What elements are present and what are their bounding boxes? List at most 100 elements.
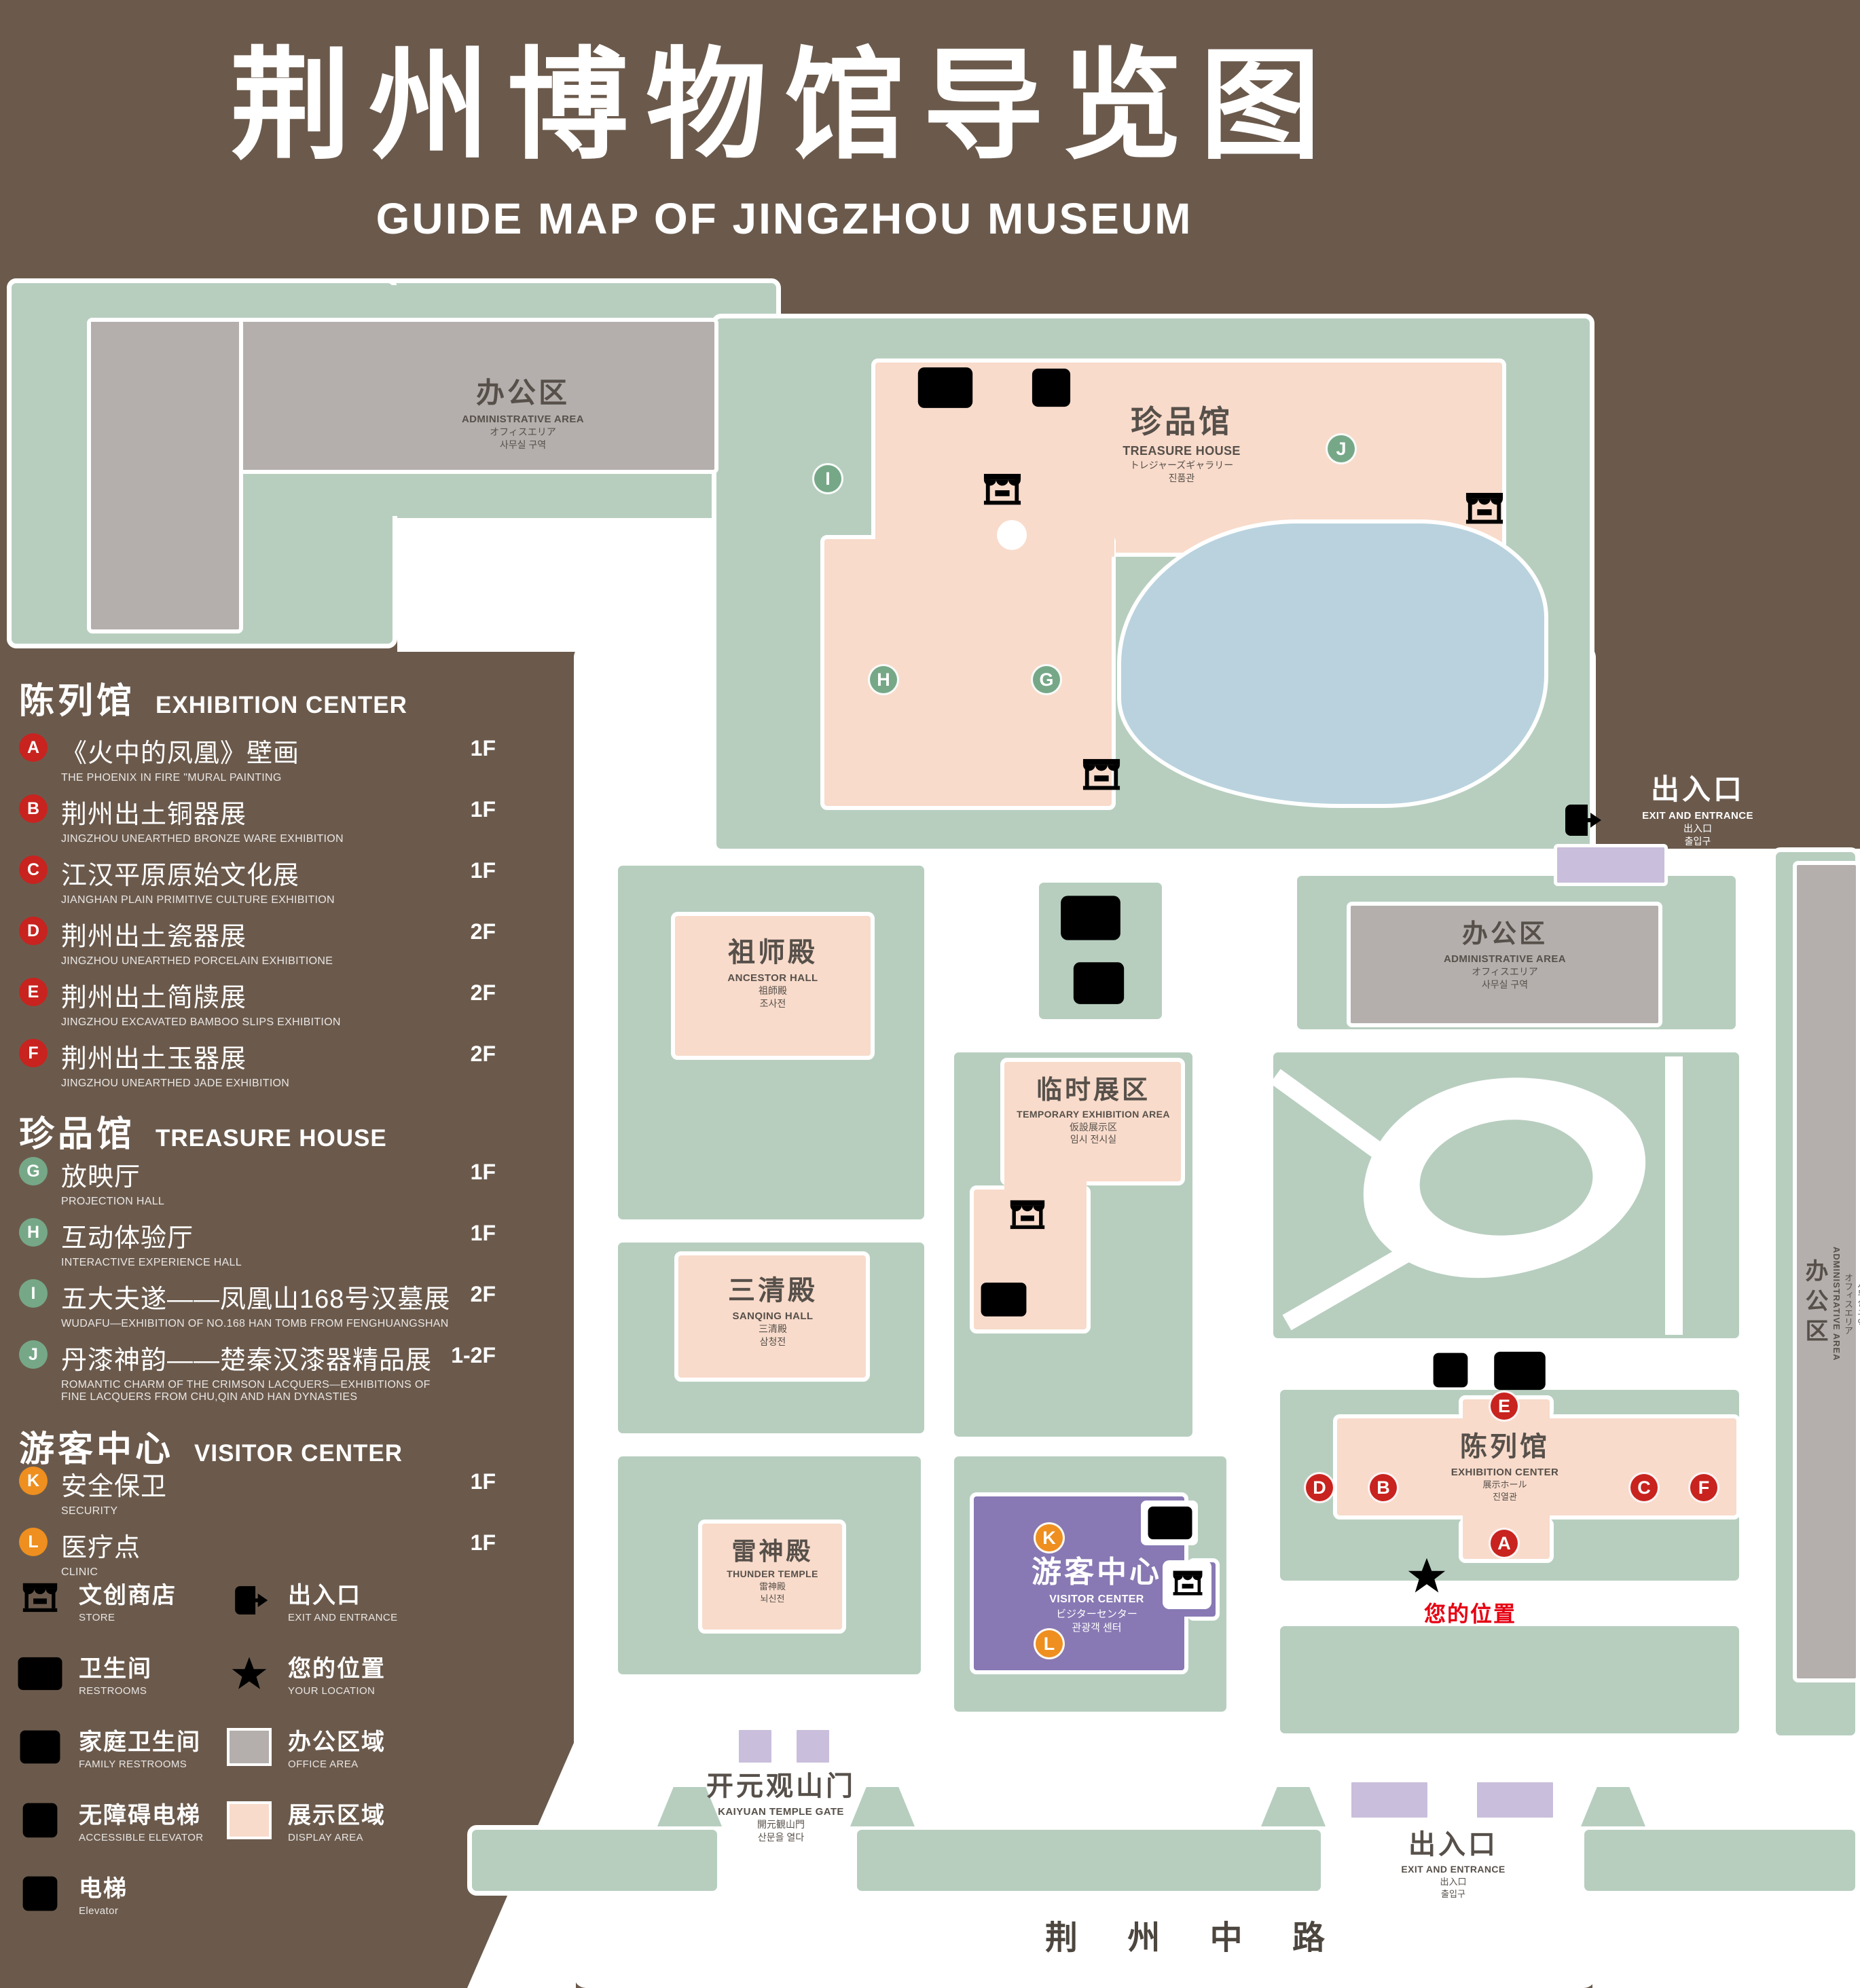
admin-topleft-label: 办公区 ADMINISTRATIVE AREA オフィスエリア 사무실 구역 — [387, 375, 659, 452]
label-zh: 出入口 — [1650, 773, 1745, 805]
legend-zh: 家庭卫生间 — [79, 1729, 201, 1755]
display-area-swatch — [227, 1801, 272, 1839]
label-ja: 開元観山門 — [757, 1819, 805, 1830]
item-floor: 1F — [470, 1530, 496, 1555]
item-en: PROJECTION HALL — [61, 1196, 165, 1207]
item-floor: 1F — [470, 1221, 496, 1245]
restroom-icon — [16, 1655, 64, 1692]
label-ja: 展示ホール — [1482, 1479, 1527, 1490]
label-en: EXIT AND ENTRANCE — [1401, 1864, 1506, 1875]
restroom-icon — [1146, 1505, 1194, 1541]
label-zh: 办公区 — [475, 377, 570, 409]
list-item-e: E 荆州出土简牍展 JINGZHOU EXCAVATED BAMBOO SLIP… — [19, 976, 503, 1029]
item-badge: D — [19, 917, 48, 945]
northeast-exit-label: 出入口 EXIT AND ENTRANCE 出入口 출입구 — [1596, 771, 1800, 848]
label-en: EXIT AND ENTRANCE — [1642, 809, 1753, 822]
legend-display-area: 展示区域 DISPLAY AREA — [224, 1797, 386, 1843]
legend-en: EXIT AND ENTRANCE — [288, 1612, 398, 1623]
item-en: THE PHOENIX IN FIRE "MURAL PAINTING — [61, 772, 282, 784]
section-treasure-house: 珍品馆 TREASURE HOUSE — [19, 1105, 387, 1156]
label-ja: トレジャーズギャラリー — [1129, 459, 1234, 471]
item-zh: 荆州出土简牍展 — [61, 984, 247, 1012]
label-zh: 雷神殿 — [731, 1537, 814, 1565]
list-item-g: G 放映厅 PROJECTION HALL 1F — [19, 1156, 503, 1208]
map-marker-k: K — [1034, 1522, 1065, 1553]
list-item-b: B 荆州出土铜器展 JINGZHOU UNEARTHED BRONZE WARE… — [19, 793, 503, 845]
item-zh: 江汉平原原始文化展 — [61, 862, 300, 890]
label-ko: 출입구 — [1441, 1888, 1465, 1899]
item-badge: I — [19, 1279, 48, 1308]
map-marker-h: H — [868, 664, 899, 695]
south-strip-b — [852, 1825, 1326, 1896]
label-ko: 관광객 센터 — [1072, 1621, 1122, 1634]
map-marker-e: E — [1489, 1391, 1520, 1422]
south-strip-a — [467, 1825, 722, 1896]
legend-elevator: 电梯 Elevator — [15, 1870, 128, 1917]
treasure-house-building-west — [820, 535, 1116, 810]
restroom-icon — [1057, 894, 1125, 942]
your-location-star-icon — [231, 1655, 268, 1692]
label-zh: 游客中心 — [1032, 1556, 1162, 1589]
item-en: INTERACTIVE EXPERIENCE HALL — [61, 1257, 242, 1268]
map-marker-i: I — [812, 463, 843, 494]
exhibition-south-grounds — [1275, 1621, 1744, 1738]
south-strip-c — [1580, 1825, 1860, 1896]
item-en: JINGZHOU UNEARTHED BRONZE WARE EXHIBITIO… — [61, 833, 344, 845]
list-item-j: J 丹漆神韵——楚秦汉漆器精品展 ROMANTIC CHARM OF THE C… — [19, 1339, 503, 1403]
legend-zh: 您的位置 — [288, 1656, 386, 1682]
store-icon — [1004, 1199, 1051, 1236]
page-header: 荆州博物馆导览图 GUIDE MAP OF JINGZHOU MUSEUM — [0, 8, 1569, 244]
label-zh: 出入口 — [1408, 1830, 1498, 1860]
lake — [1117, 519, 1548, 808]
page-title: 荆州博物馆导览图 — [230, 38, 1338, 173]
label-ko: 사무실 구역 — [1481, 978, 1529, 990]
list-item-c: C 江汉平原原始文化展 JIANGHAN PLAIN PRIMITIVE CUL… — [19, 854, 503, 906]
legend-zh: 办公区域 — [288, 1729, 386, 1755]
map-marker-a: A — [1489, 1528, 1520, 1559]
label-zh: 三清殿 — [728, 1276, 818, 1306]
treasure-house-label: 珍品馆 TREASURE HOUSE トレジャーズギャラリー 진품관 — [1049, 402, 1314, 485]
label-ko: 진품관 — [1168, 472, 1195, 483]
label-en: TREASURE HOUSE — [1123, 443, 1241, 458]
exhibition-center-label: 陈列馆 EXHIBITION CENTER 展示ホール 진열관 — [1385, 1430, 1624, 1503]
section-exhibition-center: 陈列馆 EXHIBITION CENTER — [19, 672, 407, 723]
item-zh: 荆州出土瓷器展 — [61, 923, 247, 951]
section-title-zh: 珍品馆 — [19, 1115, 136, 1154]
store-icon — [18, 1582, 62, 1619]
item-zh: 荆州出土玉器展 — [61, 1045, 247, 1073]
legend-accessible-elevator: 无障碍电梯 ACCESSIBLE ELEVATOR — [15, 1797, 204, 1843]
exit-icon — [230, 1581, 269, 1620]
item-en: JINGZHOU UNEARTHED JADE EXHIBITION — [61, 1078, 290, 1089]
admin-right-label: 办公区 ADMINISTRATIVE AREA オフィスエリア 사무실 구역 — [1798, 1032, 1860, 1575]
item-en: ROMANTIC CHARM OF THE CRIMSON LACQUERS—E… — [61, 1379, 431, 1403]
gate-building-right — [793, 1727, 833, 1766]
entrance-building-northeast — [1554, 844, 1668, 886]
map-marker-f: F — [1688, 1472, 1719, 1503]
sanqing-hall-building — [674, 1251, 870, 1382]
accessible-elevator-icon — [21, 1801, 59, 1839]
item-en: JINGZHOU EXCAVATED BAMBOO SLIPS EXHIBITI… — [61, 1016, 341, 1028]
item-floor: 1F — [470, 858, 496, 883]
legend-en: Elevator — [79, 1905, 119, 1917]
temporary-exhibition-building — [1000, 1058, 1185, 1185]
item-en: JINGZHOU UNEARTHED PORCELAIN EXHIBITIONE — [61, 955, 333, 967]
label-ja: オフィスエリア — [1843, 1272, 1853, 1335]
restroom-icon — [915, 365, 975, 410]
label-en: ANCESTOR HALL — [727, 972, 818, 984]
label-en: ADMINISTRATIVE AREA — [1443, 953, 1567, 965]
item-floor: 2F — [470, 1042, 496, 1066]
label-ja: 出入口 — [1440, 1877, 1467, 1888]
legend-en: OFFICE AREA — [288, 1759, 359, 1770]
label-zh: 珍品馆 — [1131, 404, 1233, 439]
item-en: WUDAFU—EXHIBITION OF NO.168 HAN TOMB FRO… — [61, 1318, 449, 1329]
label-ja: 祖師殿 — [759, 985, 787, 997]
item-en: SECURITY — [61, 1505, 118, 1517]
legend-zh: 电梯 — [79, 1876, 128, 1902]
south-entrance-building-left — [1348, 1779, 1431, 1821]
item-badge: F — [19, 1039, 48, 1067]
label-ko: 진열관 — [1493, 1492, 1517, 1502]
accessible-elevator-icon — [1430, 1351, 1471, 1389]
item-badge: C — [19, 855, 48, 884]
garden-path-east — [1665, 1056, 1683, 1335]
